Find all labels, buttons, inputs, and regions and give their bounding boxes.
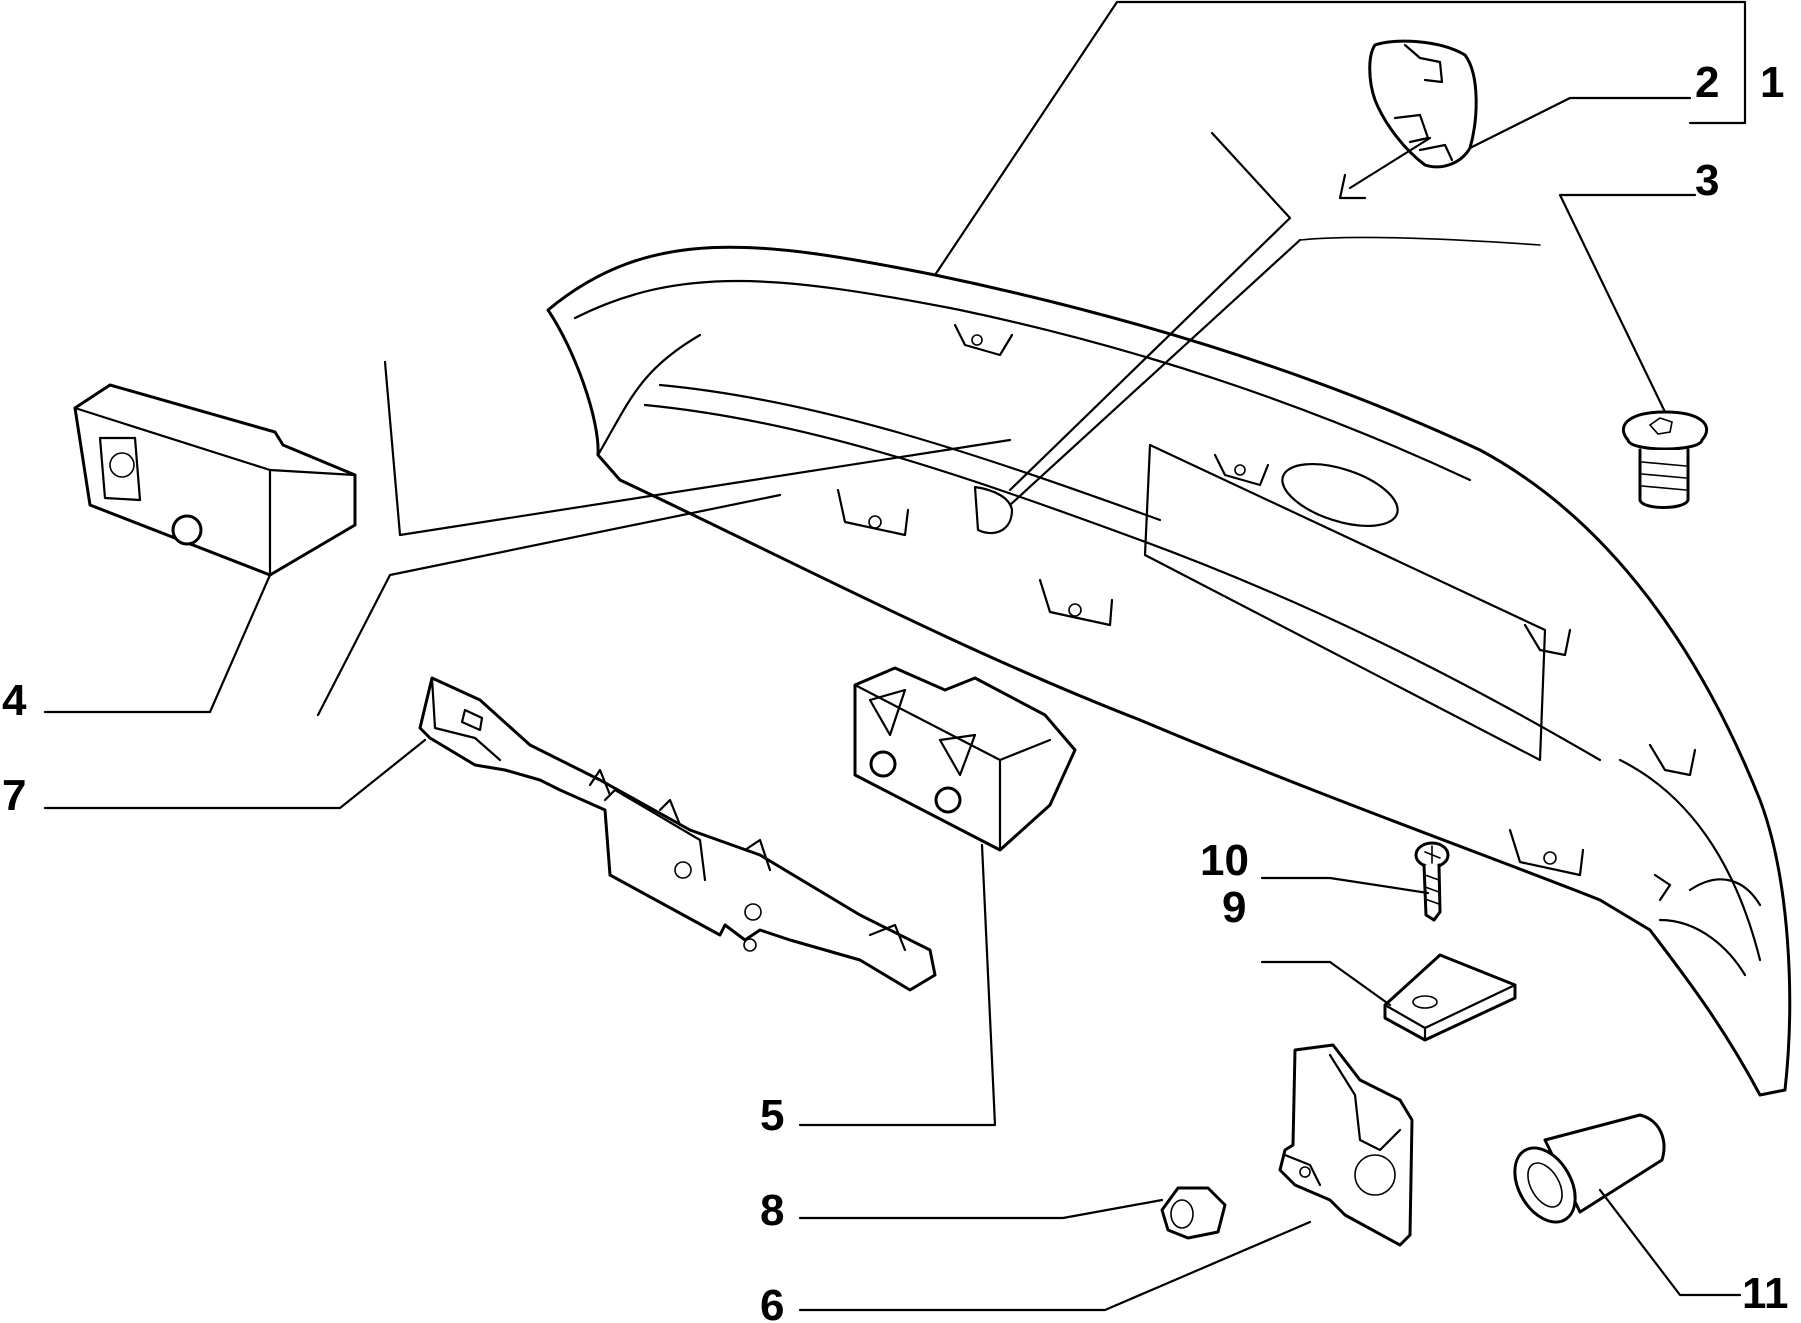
part-5-bracket-block bbox=[853, 666, 1077, 852]
label-10: 10 bbox=[1200, 836, 1249, 885]
label-3: 3 bbox=[1695, 156, 1719, 205]
part-2-clip bbox=[1338, 39, 1478, 200]
part-10-bolt bbox=[1414, 841, 1450, 922]
part-6-bracket bbox=[1278, 1043, 1414, 1247]
callout-labels: 1 2 3 4 5 6 7 8 9 10 11 bbox=[2, 58, 1789, 1323]
label-9: 9 bbox=[1222, 883, 1246, 932]
label-8: 8 bbox=[760, 1186, 784, 1235]
leader-lines bbox=[43, 0, 1747, 1312]
part-7-long-bracket bbox=[418, 676, 937, 992]
label-4: 4 bbox=[2, 676, 27, 725]
part-3-screw bbox=[1621, 410, 1709, 509]
label-11: 11 bbox=[1742, 1269, 1789, 1318]
part-11-sleeve bbox=[1513, 1113, 1666, 1224]
label-5: 5 bbox=[760, 1091, 784, 1140]
part-8-nut bbox=[1160, 1186, 1227, 1240]
part-9-plate bbox=[1383, 953, 1517, 1042]
label-2: 2 bbox=[1695, 58, 1719, 107]
label-6: 6 bbox=[760, 1281, 784, 1323]
part-1-bumper bbox=[546, 245, 1792, 1097]
label-7: 7 bbox=[2, 771, 26, 820]
part-4-absorber bbox=[73, 383, 357, 577]
label-1: 1 bbox=[1760, 58, 1784, 107]
